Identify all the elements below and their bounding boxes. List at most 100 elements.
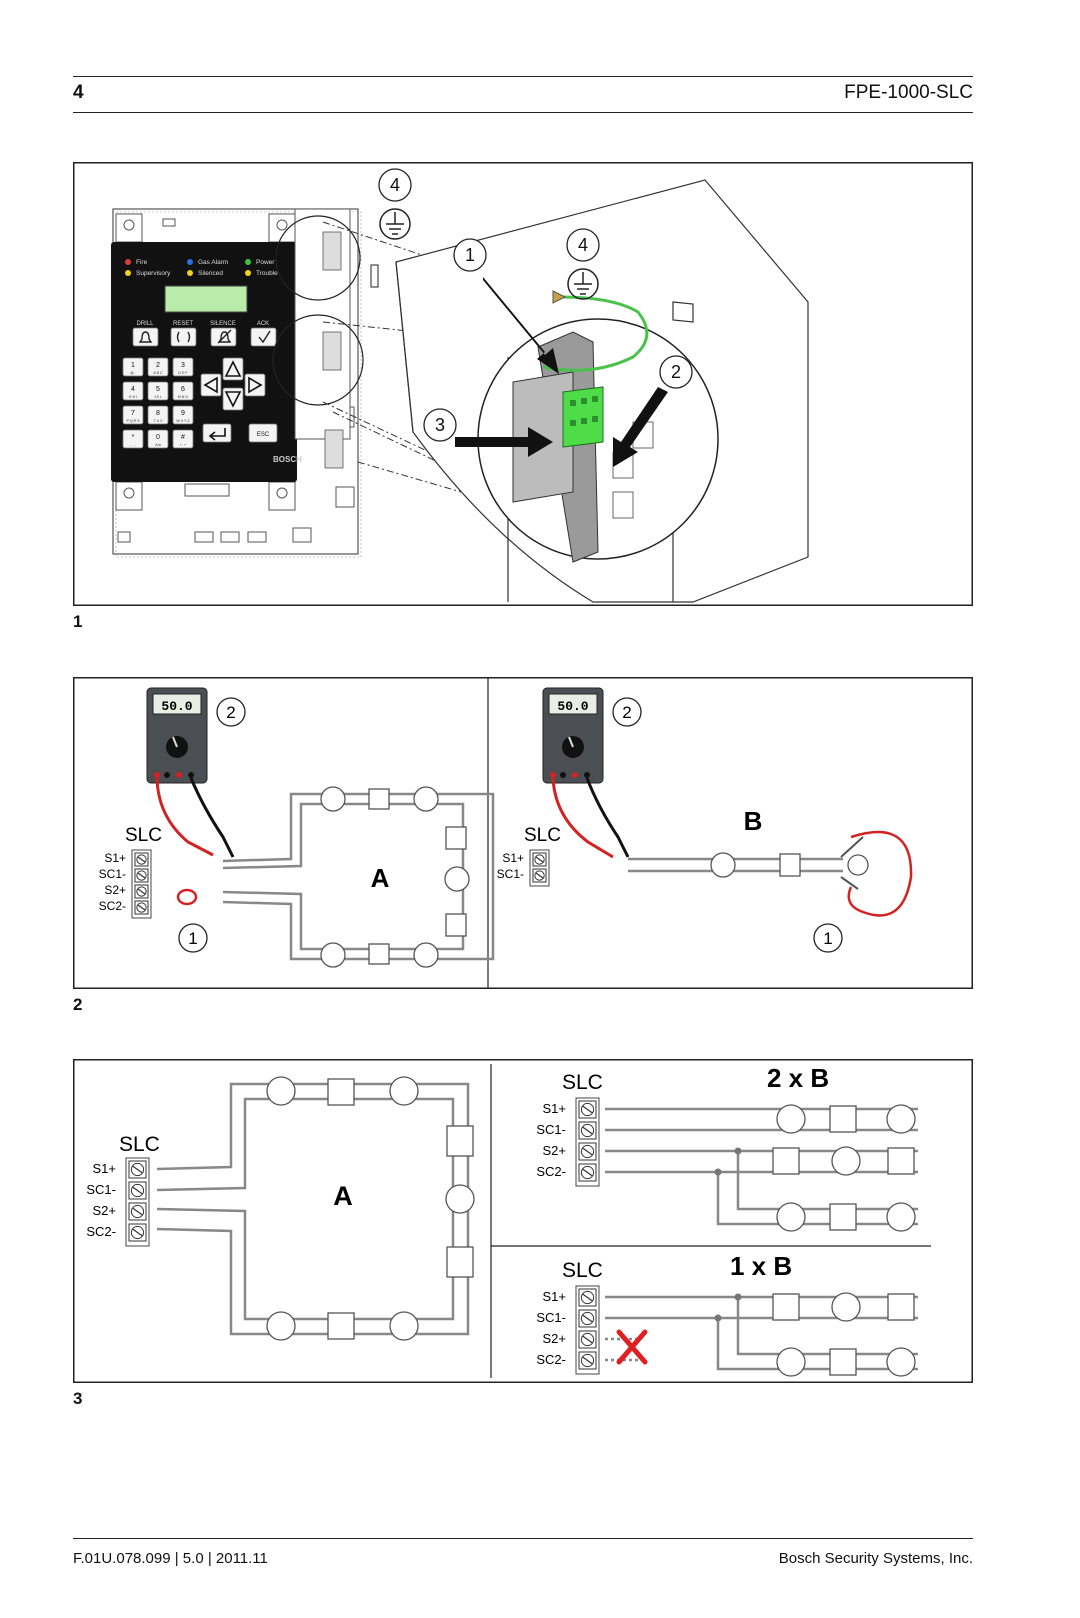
header-bottom-rule <box>73 112 973 113</box>
power-led-icon <box>245 259 251 265</box>
loop-a-wire-outer <box>222 792 495 961</box>
ground-symbol-icon <box>567 268 599 300</box>
keypad-key-number: 7 <box>131 410 135 417</box>
document-reference: F.01U.078.099 | 5.0 | 2011.11 <box>73 1550 268 1567</box>
slc-title: SLC <box>524 825 561 846</box>
keypad-key[interactable] <box>172 381 194 401</box>
alligator-clip <box>840 836 864 858</box>
silenced-led-icon <box>187 270 193 276</box>
figure-2-right-panel: 50.0 2 SLC S1+ SC1- B 1 <box>497 687 913 953</box>
keypad-key-letters: A/a <box>155 443 160 447</box>
supervisory-led-icon <box>125 270 131 276</box>
enter-icon <box>208 428 226 441</box>
down-arrow-button[interactable] <box>222 387 244 411</box>
figure-1-label: 1 <box>73 612 83 631</box>
terminal-label-s2-plus: S2+ <box>543 1331 567 1346</box>
ack-button-label: ACK <box>257 321 269 327</box>
down-arrow-icon <box>224 391 242 408</box>
keypad-key[interactable] <box>147 429 169 449</box>
keypad-key-number: 4 <box>131 386 135 393</box>
callout-number: 4 <box>390 175 400 195</box>
keypad-key-number: 9 <box>181 410 185 417</box>
callout-circle <box>612 697 642 727</box>
keypad-key[interactable] <box>122 405 144 425</box>
terminal-label-s2-plus: S2+ <box>93 1203 117 1218</box>
checkmark-icon <box>258 330 271 344</box>
esc-button-label: ESC <box>257 432 270 438</box>
detail-circle <box>477 318 719 563</box>
keypad-key-number: * <box>132 434 135 441</box>
terminal-label-s1-plus: S1+ <box>104 851 126 865</box>
up-arrow-icon <box>224 360 242 377</box>
reset-button[interactable] <box>170 327 197 347</box>
ack-button[interactable] <box>250 327 277 347</box>
keypad-key-letters: D E F <box>178 371 188 375</box>
keypad-key[interactable] <box>172 357 194 377</box>
figure-2-left-panel: 50.0 2 SLC S1+ SC1- S2+ SC2- A 1 <box>99 687 495 968</box>
keypad-key[interactable] <box>147 357 169 377</box>
keypad-key[interactable] <box>122 357 144 377</box>
ground-symbol-icon <box>379 208 411 240</box>
figure-3-label: 3 <box>73 1389 83 1408</box>
terminal-label-sc1-minus: SC1- <box>99 867 126 881</box>
silence-icon <box>217 329 232 344</box>
product-title: FPE-1000-SLC <box>844 82 973 103</box>
callout-number: 4 <box>578 235 588 255</box>
terminal-label-s1-plus: S1+ <box>502 851 524 865</box>
callout-circle <box>813 923 843 953</box>
keypad-key-letters: A B C <box>153 371 163 375</box>
drill-button[interactable] <box>132 327 159 347</box>
ground-lug <box>370 264 379 288</box>
ground-wire <box>542 295 649 372</box>
terminal-label-sc1-minus: SC1- <box>497 867 524 881</box>
loop-letter: A <box>371 863 390 893</box>
keypad-key-letters: / : + <box>180 443 186 447</box>
keypad-key[interactable] <box>122 429 144 449</box>
red-probe-lead <box>155 777 214 857</box>
enter-button[interactable] <box>202 423 232 443</box>
wiring-heading: 1 x B <box>730 1251 792 1281</box>
loop-b-devices <box>710 852 869 878</box>
reset-button-label: RESET <box>173 321 193 327</box>
esc-button[interactable] <box>248 423 278 443</box>
terminal-block <box>575 1285 600 1375</box>
keypad-key-number: 5 <box>156 386 160 393</box>
figure-3-top-right-panel: SLC 2 x B S1+ SC1- S2+ SC2- <box>536 1063 918 1232</box>
keypad-key[interactable] <box>122 381 144 401</box>
callout-number: 2 <box>671 362 681 382</box>
terminal-label-sc2-minus: SC2- <box>99 899 126 913</box>
keypad-key[interactable] <box>172 405 194 425</box>
fire-led-icon <box>125 259 131 265</box>
figure-2-label: 2 <box>73 995 83 1014</box>
ground-wire-terminal <box>552 290 567 304</box>
terminal-block <box>125 1157 150 1247</box>
keypad-key-letters: J K L <box>154 395 162 399</box>
terminal-label-s2-plus: S2+ <box>543 1143 567 1158</box>
terminal-block <box>131 849 152 919</box>
terminal-label-sc2-minus: SC2- <box>86 1224 116 1239</box>
keypad-key[interactable] <box>147 405 169 425</box>
terminal-label-sc2-minus: SC2- <box>536 1352 566 1367</box>
led-label-gas-alarm: Gas Alarm <box>198 259 228 266</box>
splice-dot <box>734 1147 742 1155</box>
left-arrow-icon <box>203 376 218 394</box>
terminal-block <box>575 1097 600 1187</box>
meter-reading: 50.0 <box>557 699 588 714</box>
up-arrow-button[interactable] <box>222 357 244 381</box>
silence-button-label: SILENCE <box>210 321 236 327</box>
jumper-wire <box>847 830 913 917</box>
keypad-key[interactable] <box>147 381 169 401</box>
keypad-key-number: 8 <box>156 410 160 417</box>
callout-circle <box>453 238 487 272</box>
callout-arrow-3 <box>455 427 553 457</box>
magnifier-circle-top <box>275 215 361 301</box>
led-label-fire: Fire <box>136 259 148 266</box>
keypad-key-letters: P Q R S <box>126 419 140 423</box>
keypad-key-letters: W X Y Z <box>176 419 190 423</box>
keypad-key[interactable] <box>172 429 194 449</box>
keypad-key-number: # <box>181 434 185 441</box>
class-b-devices <box>772 1104 916 1232</box>
keypad-key-letters: @ . <box>130 371 136 375</box>
loop-a-devices <box>266 1076 475 1341</box>
keypad-key-letters: T U V <box>153 419 163 423</box>
